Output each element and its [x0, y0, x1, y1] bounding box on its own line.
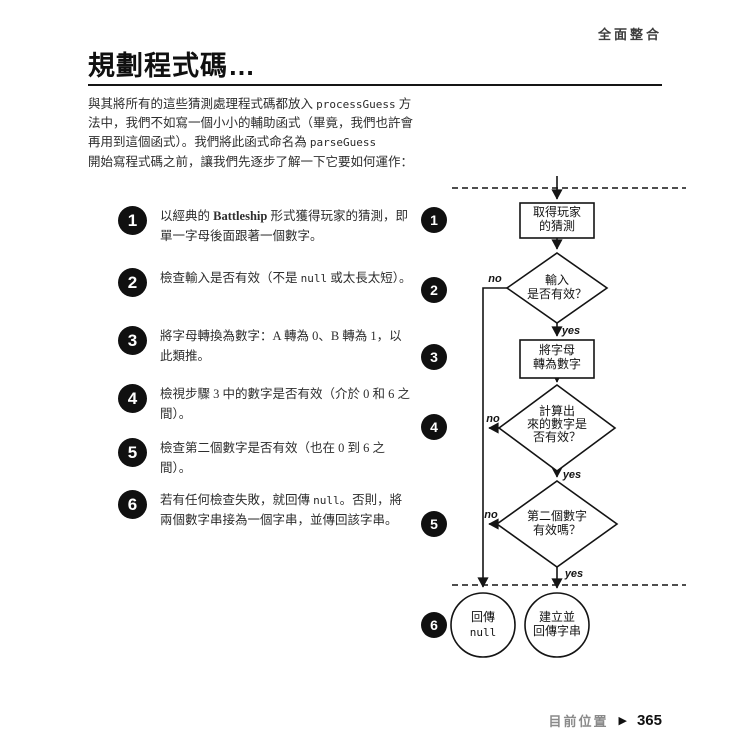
step-code-null: null: [313, 494, 340, 507]
flow-step-number-5-label: 5: [430, 516, 438, 532]
node-get-guess-label: 取得玩家的猜測: [533, 204, 581, 233]
flow-step-number-4-label: 4: [430, 419, 438, 435]
label-yes-2: yes: [562, 469, 581, 481]
label-yes-1: yes: [561, 325, 580, 337]
code-processguess: processGuess: [316, 98, 396, 111]
step-text: 將字母轉換為數字：A 轉為 0、B 轉為 1，以此類推。: [160, 329, 402, 364]
step-text-bold: Battleship: [213, 209, 268, 223]
step-item-3: 3 將字母轉換為數字：A 轉為 0、B 轉為 1，以此類推。: [118, 326, 418, 367]
label-yes-3: yes: [564, 568, 583, 580]
step-text-segment: 以經典的: [160, 209, 214, 223]
title-rule: [88, 84, 662, 86]
step-number: 4: [118, 384, 147, 413]
step-item-2: 2 檢查輸入是否有效（不是 null 或太長太短）。: [118, 268, 418, 297]
label-no-2: no: [486, 413, 500, 425]
node-get-guess: [519, 202, 595, 239]
label-no-1: no: [488, 273, 502, 285]
flow-step-number-1: [421, 207, 447, 233]
step-number: 2: [118, 268, 147, 297]
no-path-to-return-null: [477, 287, 507, 588]
step-text: 檢查第二個數字是否有效（也在 0 到 6 之間）。: [160, 441, 386, 476]
decision-input-valid-label: 輸入是否有效？: [527, 272, 587, 301]
flow-step-number-6: [421, 612, 447, 638]
flow-step-number-1-label: 1: [430, 212, 438, 228]
lead-in-paragraph: 開始寫程式碼之前，讓我們先逐步了解一下它要如何運作：: [88, 155, 414, 169]
node-return-string: [524, 592, 590, 658]
flow-step-number-3: [421, 344, 447, 370]
step-item-5: 5 檢查第二個數字是否有效（也在 0 到 6 之間）。: [118, 438, 418, 479]
footer-arrow-icon: ▶: [618, 715, 627, 727]
step-text: 以經典的 Battleship 形式獲得玩家的猜測，即單一字母後面跟著一個數字。: [160, 206, 412, 247]
step-number: 1: [118, 206, 147, 235]
step-text-segment: 。否則，將兩個數字串接為一個字串，並傳回該字串。: [160, 493, 403, 528]
step-number: 6: [118, 490, 147, 519]
code-parseguess: parseGuess: [309, 135, 377, 149]
step-number: 5: [118, 438, 147, 467]
step-item-1: 1 以經典的 Battleship 形式獲得玩家的猜測，即單一字母後面跟著一個數…: [118, 206, 418, 247]
intro-text-segment: 與其將所有的這些猜測處理程式碼都放入: [88, 97, 317, 111]
step-code-null: null: [300, 272, 328, 285]
flow-step-number-3-label: 3: [430, 349, 438, 365]
step-text-segment: 或太長太短）。: [327, 271, 412, 285]
step-text-segment: 形式獲得玩家的猜測，即單一字母後面跟著一個數字。: [160, 209, 408, 244]
node-return-null: [450, 592, 516, 658]
flow-step-number-2-label: 2: [430, 282, 438, 298]
footer-location-label: 目前位置: [548, 714, 609, 729]
flow-step-number-5: [421, 511, 447, 537]
decision-second-valid: [495, 480, 619, 568]
section-header: 全面整合: [597, 27, 662, 42]
step-text-segment: 檢查輸入是否有效（不是: [160, 271, 301, 285]
node-letter-to-number-label: 將字母轉為數字: [533, 342, 581, 371]
page-footer: 目前位置 ▶ 365: [548, 711, 662, 730]
flowchart-canvas: 取得玩家的猜測 輸入是否有效？ 將字母轉為數字 計算出來的數字是否有效？ 第二個…: [421, 176, 686, 658]
page-number: 365: [636, 712, 662, 729]
step-text-segment: 若有任何檢查失敗，就回傳: [160, 493, 314, 507]
intro-paragraph: 與其將所有的這些猜測處理程式碼都放入 processGuess 方法中，我們不如…: [88, 95, 422, 151]
flow-step-number-6-label: 6: [430, 617, 438, 633]
node-return-string-label: 建立並回傳字串: [533, 609, 581, 638]
decision-number-valid-label: 計算出來的數字是否有效？: [527, 403, 587, 444]
step-text: 若有任何檢查失敗，就回傳 null。否則，將兩個數字串接為一個字串，並傳回該字串…: [160, 490, 412, 531]
step-text: 檢視步驟 3 中的數字是否有效（介於 0 和 6 之間）。: [160, 387, 411, 422]
decision-number-valid: [497, 384, 617, 472]
flow-step-number-2: [421, 277, 447, 303]
page-title: 規劃程式碼…: [88, 51, 256, 81]
label-no-3: no: [484, 509, 498, 521]
step-number: 3: [118, 326, 147, 355]
flow-step-number-4: [421, 414, 447, 440]
decision-input-valid: [505, 252, 609, 324]
step-text: 檢查輸入是否有效（不是 null 或太長太短）。: [160, 268, 412, 288]
intro-text-segment: 方法中，我們不如寫一個小小的輔助函式（畢竟，我們也許會再用到這個函式）。我們將此…: [88, 97, 414, 149]
node-letter-to-number: [519, 339, 595, 379]
flowchart: 取得玩家的猜測 輸入是否有效？ 將字母轉為數字 計算出來的數字是否有效？ 第二個…: [410, 175, 710, 687]
decision-second-valid-label: 第二個數字有效嗎？: [527, 508, 587, 537]
step-item-6: 6 若有任何檢查失敗，就回傳 null。否則，將兩個數字串接為一個字串，並傳回該…: [118, 490, 418, 531]
step-item-4: 4 檢視步驟 3 中的數字是否有效（介於 0 和 6 之間）。: [118, 384, 418, 425]
